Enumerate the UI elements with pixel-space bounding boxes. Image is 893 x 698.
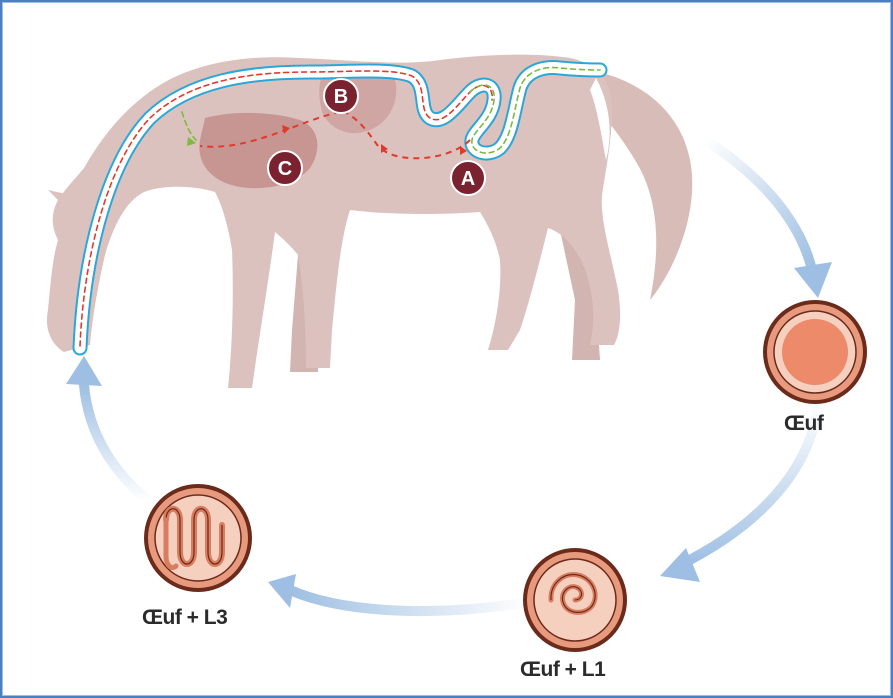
marker-a-label: A (461, 168, 475, 190)
egg-with-folded-larva-icon (144, 484, 252, 592)
marker-a: A (451, 161, 485, 195)
cycle-arrow-to-l3 (290, 590, 530, 611)
cycle-arrow-to-horse-head (66, 356, 102, 386)
marker-b-label: B (334, 86, 348, 108)
egg-label: Œuf (784, 412, 823, 436)
egg-l3-label: Œuf + L3 (142, 606, 227, 630)
cycle-arrow-to-horse (84, 385, 150, 502)
horse-silhouette-icon (47, 55, 692, 388)
egg-with-coiled-larva-icon (523, 548, 627, 652)
marker-c: C (268, 151, 302, 185)
cycle-arrow-to-egg-head (794, 262, 832, 298)
marker-c-label: C (278, 158, 292, 180)
egg-icon (763, 300, 867, 404)
cycle-arrow-to-egg (705, 140, 812, 270)
cycle-arrow-to-l3-head (268, 574, 296, 608)
marker-b: B (324, 79, 358, 113)
egg-l1-label: Œuf + L1 (520, 658, 605, 682)
